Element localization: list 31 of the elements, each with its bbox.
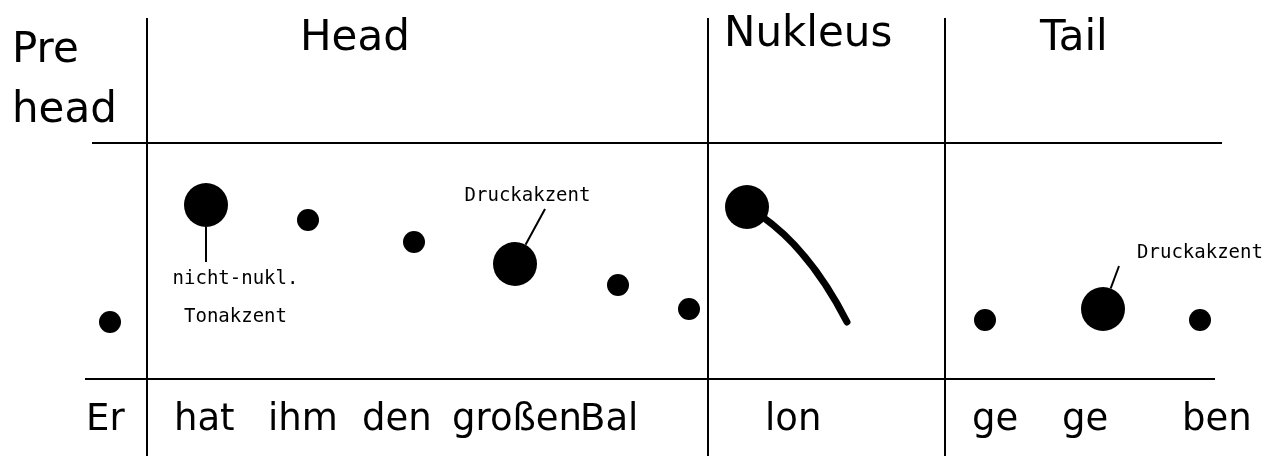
syllable: ge — [972, 396, 1019, 440]
pitch-dot — [297, 209, 319, 231]
leader-line — [524, 208, 546, 246]
syllable: ben — [1182, 396, 1252, 440]
column-header: Tail — [1040, 10, 1108, 62]
pitch-dot — [403, 231, 425, 253]
annotation-label: Druckakzent — [1115, 232, 1284, 270]
pitch-dot — [607, 274, 629, 296]
annotation-label: Druckakzent — [440, 175, 615, 213]
syllable: ihm — [268, 396, 338, 440]
column-header: Head — [300, 10, 410, 62]
pitch-dot — [1189, 309, 1211, 331]
syllable: den — [362, 396, 432, 440]
syllable: Er — [86, 396, 125, 440]
syllable: ge — [1062, 396, 1109, 440]
syllable: Bal — [580, 396, 639, 440]
syllable: hat — [174, 396, 235, 440]
pitch-dot — [99, 311, 121, 333]
pitch-dot — [184, 183, 228, 227]
pitch-dot — [493, 242, 537, 286]
annotation-label: nicht-nukl. Tonakzent — [158, 258, 313, 334]
leader-line — [1109, 265, 1120, 290]
pitch-dot — [725, 185, 769, 229]
column-header: Nukleus — [724, 6, 893, 58]
pitch-dot — [678, 298, 700, 320]
column-header: Pre head — [12, 22, 118, 134]
syllable: lon — [765, 396, 822, 440]
pitch-dot — [1081, 287, 1125, 331]
leader-line — [205, 226, 207, 263]
pitch-dot — [974, 309, 996, 331]
syllable: großen — [452, 396, 583, 440]
